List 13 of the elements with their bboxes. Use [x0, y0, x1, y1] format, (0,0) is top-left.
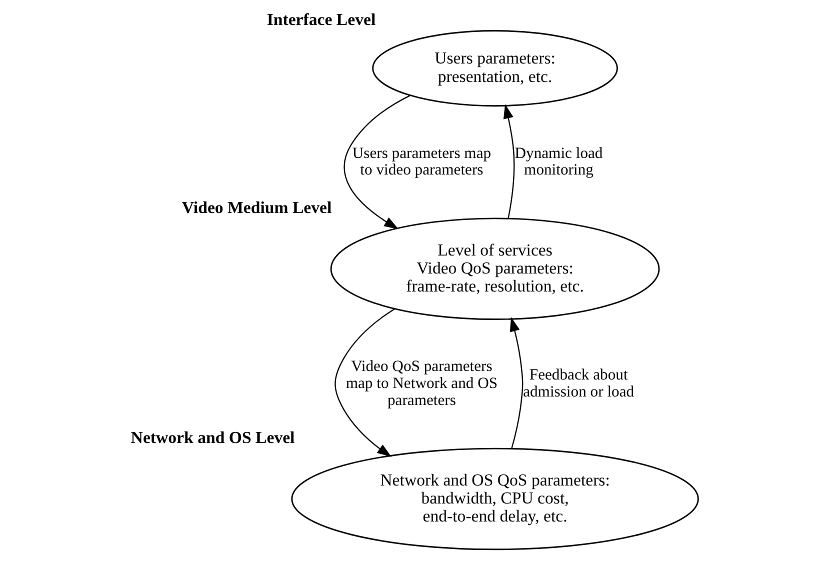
- node-label: Video Medium Level: [181, 198, 332, 217]
- node-label: Network and OS Level: [130, 428, 294, 448]
- arrow: [334, 308, 395, 458]
- arrow: [343, 94, 410, 230]
- edge-label: Video QoS parameters map to Network and OS parameters: [345, 358, 498, 409]
- arrow: [509, 316, 523, 449]
- node-ellipse: Users parameters: presentation, etc.: [372, 30, 618, 107]
- edge-label: Dynamic load monitoring: [514, 144, 602, 179]
- node-ellipse: Network and OS QoS parameters: bandwidth, CPU cost, end-to-end delay, etc.: [290, 448, 698, 550]
- node-label: Interface Level: [266, 10, 376, 30]
- edge-label: Feedback about admission or load: [522, 366, 634, 400]
- arrow: [502, 104, 514, 218]
- edge-label: Users parameters map to video parameters: [352, 144, 491, 179]
